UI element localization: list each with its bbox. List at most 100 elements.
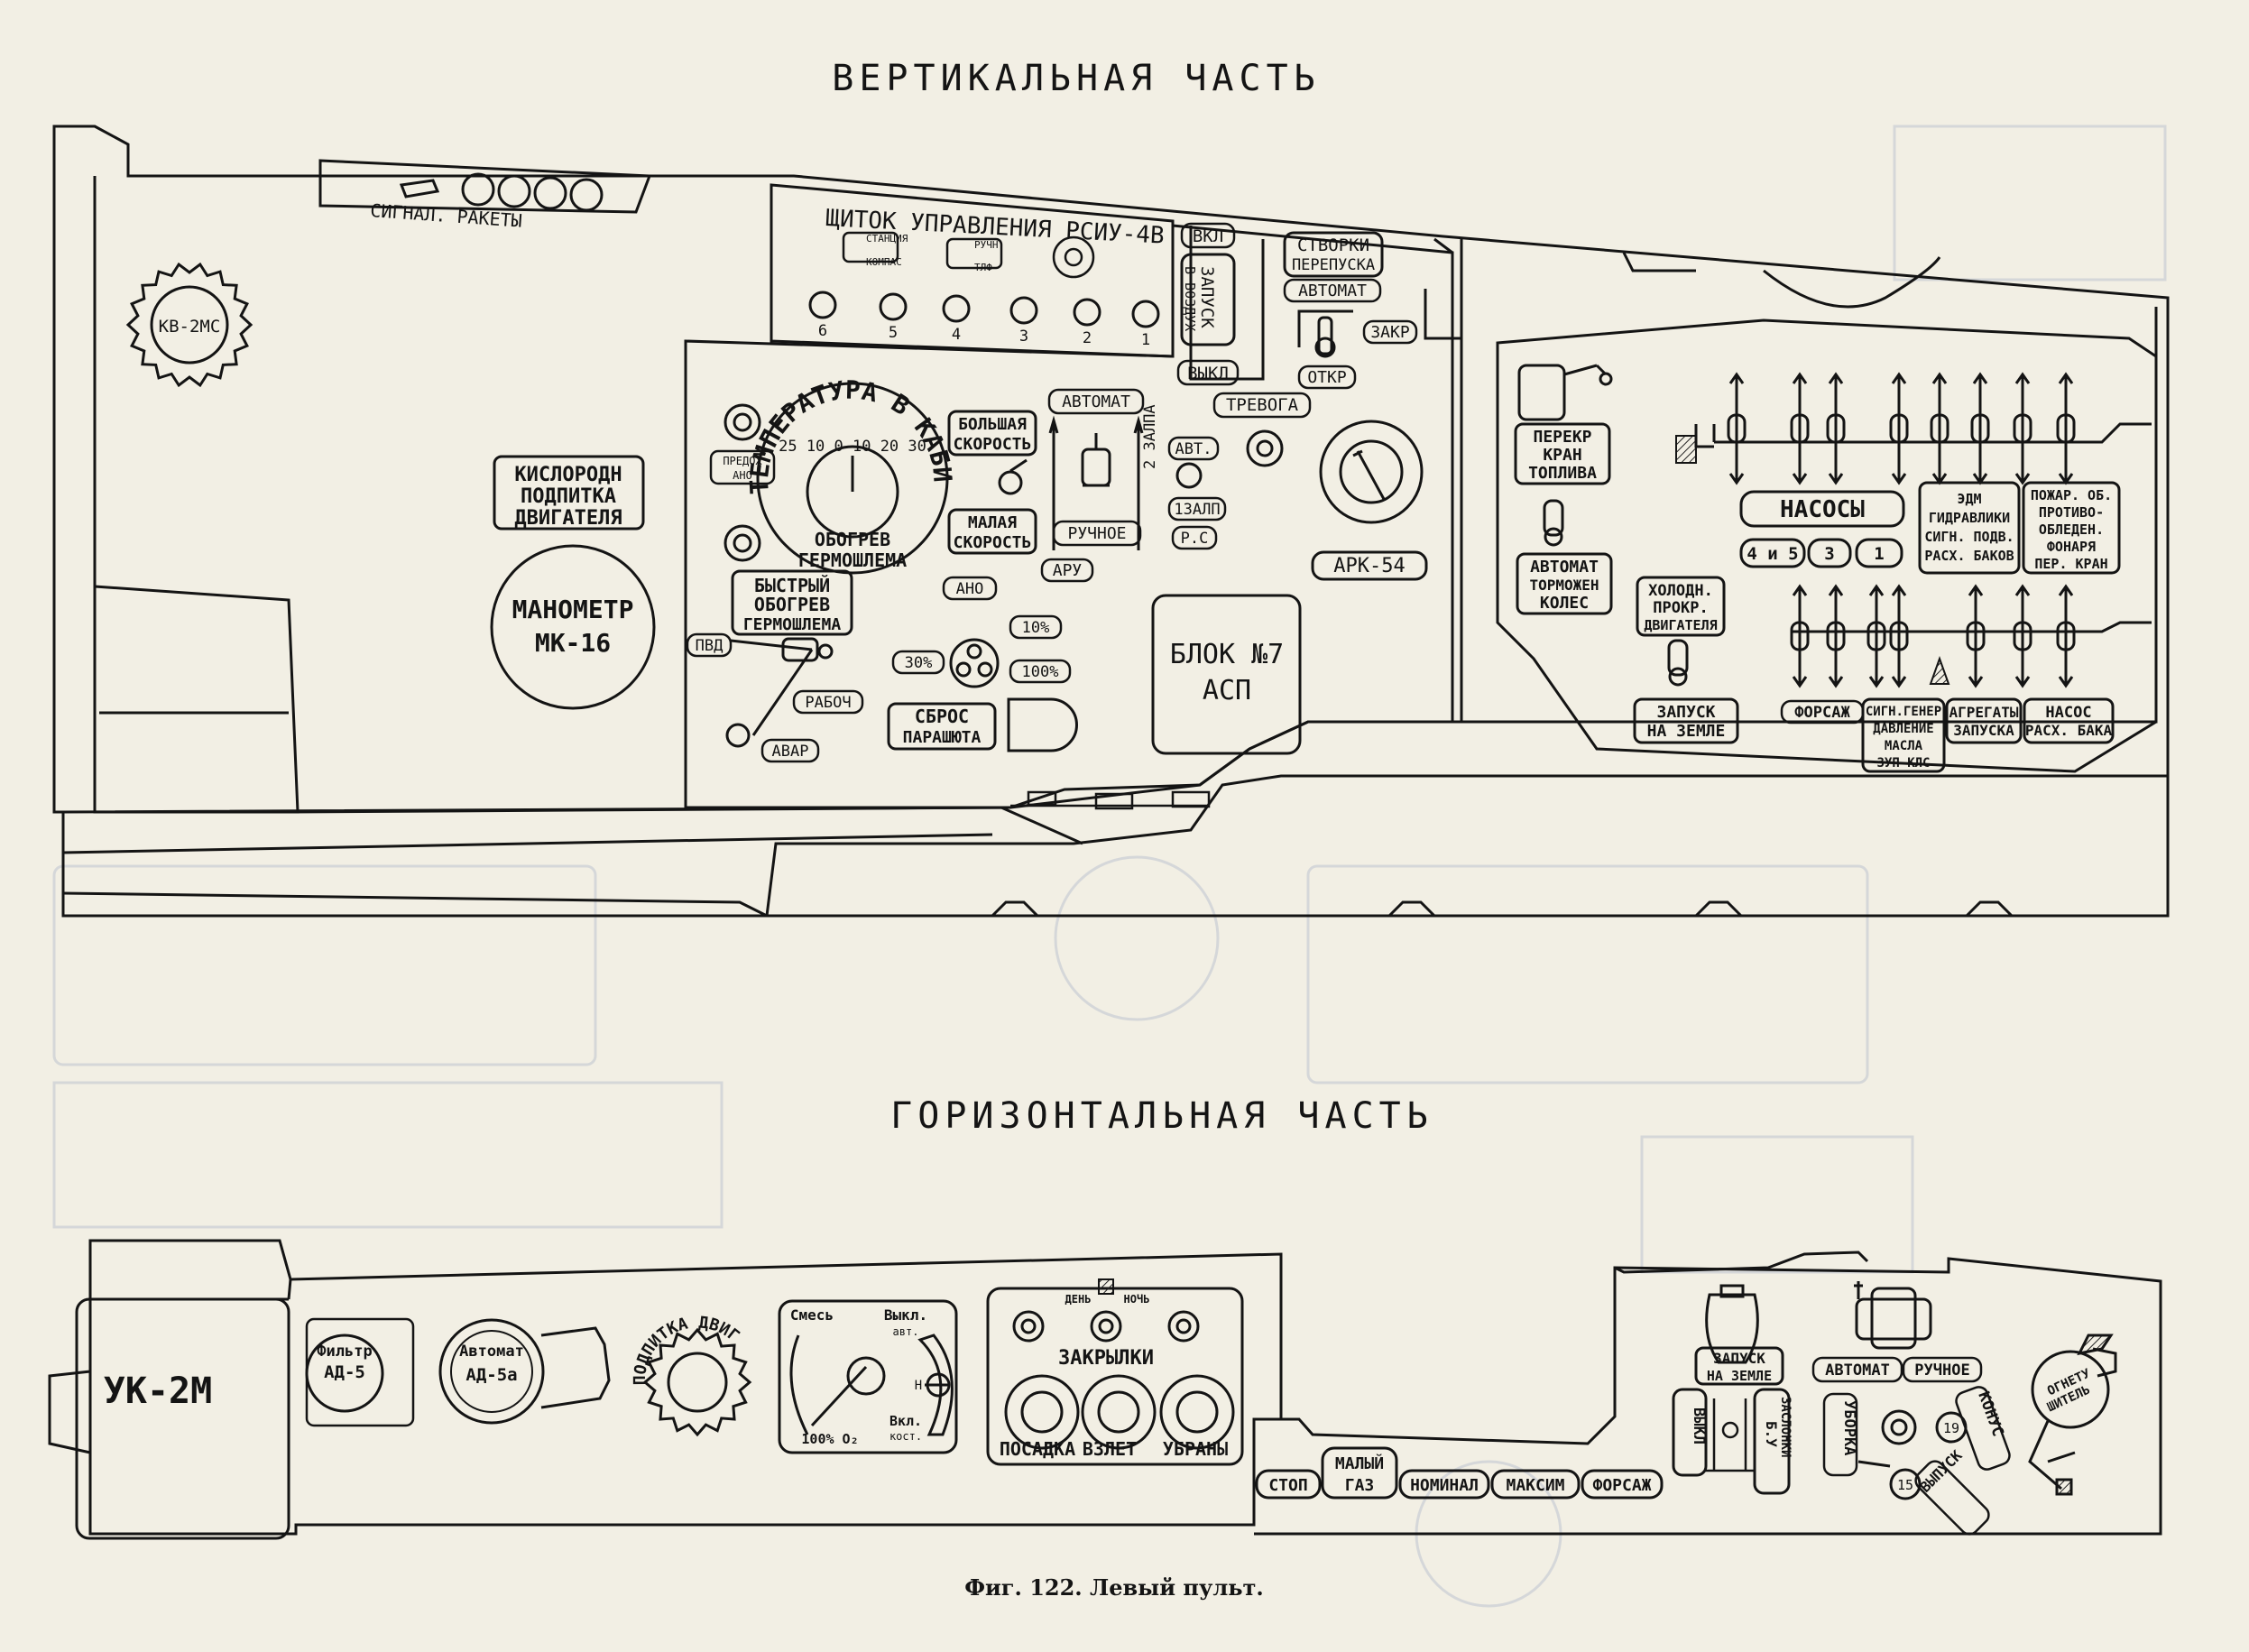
gear-lever[interactable] <box>1854 1281 1932 1350</box>
fuse-hatch-2 <box>1929 656 1950 685</box>
flap-button-3[interactable] <box>1159 1374 1235 1450</box>
avtomat-h-badge <box>1811 1356 1903 1383</box>
vkl-kost-line-2: кост. <box>889 1430 922 1443</box>
top-fuse-8[interactable] <box>2056 372 2076 485</box>
svg-text:МАКСИМ: МАКСИМ <box>1506 1476 1564 1495</box>
noch-label: НОЧЬ <box>1124 1293 1150 1306</box>
bu-toggle[interactable] <box>1705 1398 1755 1472</box>
fuse-icon <box>1790 621 1810 651</box>
bottom-fuse-1[interactable] <box>1790 584 1810 688</box>
bottom-fuse-6[interactable] <box>2013 584 2032 688</box>
flap-lamp-1[interactable] <box>1012 1310 1045 1343</box>
rocket-lamp-2[interactable] <box>497 174 531 208</box>
pvd-heating-lever[interactable] <box>725 637 834 748</box>
wheel-brake-switch[interactable] <box>1543 499 1564 547</box>
oxygen-mix-lever[interactable] <box>789 1334 954 1436</box>
station-compass-switch[interactable] <box>842 231 899 263</box>
sign-gen-line-3: МАСЛА <box>1885 739 1923 753</box>
aru-switch[interactable] <box>1048 415 1144 550</box>
rsiu-volume-knob[interactable] <box>1052 235 1095 279</box>
rsiu-channel-4[interactable]: 4 <box>942 294 971 344</box>
bottom-fuse-3[interactable] <box>1866 584 1886 688</box>
manual-tlf-switch[interactable] <box>945 237 1003 270</box>
podpitka-knob[interactable] <box>642 1327 752 1437</box>
temperature-scale: 25 10 0 10 20 30 <box>779 438 926 456</box>
top-fuse-6[interactable] <box>1970 372 1990 485</box>
bypass-toggle[interactable] <box>1297 309 1353 358</box>
top-fuse-7[interactable] <box>2013 372 2032 485</box>
kv2ms-knob[interactable] <box>125 262 253 388</box>
vykl-avt-line-1: Выкл. <box>884 1306 927 1324</box>
flap-lamp-2[interactable] <box>1090 1310 1122 1343</box>
rsiu-channel-5[interactable]: 5 <box>879 292 908 342</box>
speed-toggle[interactable] <box>998 458 1028 495</box>
launch-air-button[interactable] <box>1180 253 1236 346</box>
fuel-valve-line-2: КРАН <box>1543 446 1581 465</box>
cone-controls[interactable] <box>1857 1409 1968 1500</box>
fuel-valve-switch[interactable] <box>1517 364 1613 421</box>
cold-crank-switch[interactable] <box>1667 639 1689 687</box>
fuel-valve-badge <box>1514 422 1611 485</box>
throttle-pos-3[interactable]: НОМИНАЛ <box>1398 1469 1490 1500</box>
top-fuse-3[interactable] <box>1826 372 1846 485</box>
rsiu-channel-6[interactable]: 6 <box>808 291 837 340</box>
throttle-pos-5[interactable]: ФОРСАЖ <box>1581 1469 1664 1500</box>
wheel-brake-line-3: КОЛЕС <box>1540 594 1589 613</box>
bottom-fuse-2[interactable] <box>1826 584 1846 688</box>
wheel-brake-line-2: ТОРМОЖЕН <box>1529 577 1599 594</box>
pct100-badge <box>1009 659 1072 684</box>
alarm-button[interactable] <box>1246 429 1284 467</box>
predokh-ano-knob[interactable] <box>724 403 761 441</box>
day-night-switch[interactable] <box>1098 1278 1114 1295</box>
top-fuse-4[interactable] <box>1889 372 1909 485</box>
heating-knob[interactable] <box>724 524 761 562</box>
bottom-fuse-4[interactable] <box>1889 584 1909 688</box>
top-fuse-5[interactable] <box>1930 372 1949 485</box>
pump-button-2[interactable]: 3 <box>1807 538 1852 568</box>
flap-lamp-3[interactable] <box>1167 1310 1200 1343</box>
ano-brightness-selector[interactable] <box>949 638 1000 688</box>
fuse-icon <box>1826 621 1846 651</box>
rsiu-channel-3[interactable]: 3 <box>1009 296 1038 346</box>
bottom-fuse-7[interactable] <box>2056 584 2076 688</box>
top-fuse-2[interactable] <box>1790 372 1810 485</box>
chute-release-button[interactable] <box>1007 697 1078 752</box>
temperature-dial[interactable] <box>756 382 949 575</box>
bypass-doors-line-2: ПЕРЕПУСКА <box>1292 256 1375 274</box>
chute-badge <box>887 702 997 751</box>
signal-rockets-label: СИГНАЛ. РАКЕТЫ <box>370 199 523 232</box>
pump-button-3[interactable]: 1 <box>1855 538 1903 568</box>
bottom-fuse-5[interactable] <box>1966 584 1986 688</box>
trevoga-badge <box>1212 392 1312 419</box>
rocket-lever-icon[interactable] <box>399 179 440 198</box>
rocket-lamp-4[interactable] <box>569 178 604 212</box>
flap-button-1[interactable] <box>1004 1374 1080 1450</box>
pump-button-1[interactable]: 4 и 5 <box>1739 538 1806 568</box>
wheel-brake-badge <box>1516 552 1613 615</box>
ark54-knob[interactable] <box>1319 420 1424 524</box>
top-fuse-1[interactable] <box>1727 372 1747 485</box>
pct10-badge <box>1009 614 1063 640</box>
launch-air-frame <box>1189 226 1265 381</box>
throttle-pos-1[interactable]: СТОП <box>1255 1469 1322 1500</box>
rocket-lamp-1[interactable] <box>461 172 495 207</box>
vykl-badge <box>1176 359 1240 386</box>
pump-number: 4 и 5 <box>1747 544 1798 564</box>
flaps-label: ЗАКРЫЛКИ <box>1058 1347 1154 1370</box>
rsiu-channel-2[interactable]: 2 <box>1073 298 1101 347</box>
fire-badge <box>2022 481 2121 575</box>
rsiu-channel-1[interactable]: 1 <box>1131 300 1160 349</box>
flap-button-2[interactable] <box>1081 1374 1157 1450</box>
rocket-lamp-3[interactable] <box>533 176 567 210</box>
fire-extinguisher[interactable] <box>2028 1334 2117 1496</box>
pump-tank-line-1: НАСОС <box>2045 704 2091 722</box>
throttle-pos-4[interactable]: МАКСИМ <box>1490 1469 1581 1500</box>
ground-start-switch-h[interactable] <box>1705 1284 1759 1364</box>
block7-asp <box>1151 594 1302 755</box>
salvo-selector[interactable] <box>1175 462 1203 489</box>
bleed-through-ghost <box>52 125 2167 1608</box>
